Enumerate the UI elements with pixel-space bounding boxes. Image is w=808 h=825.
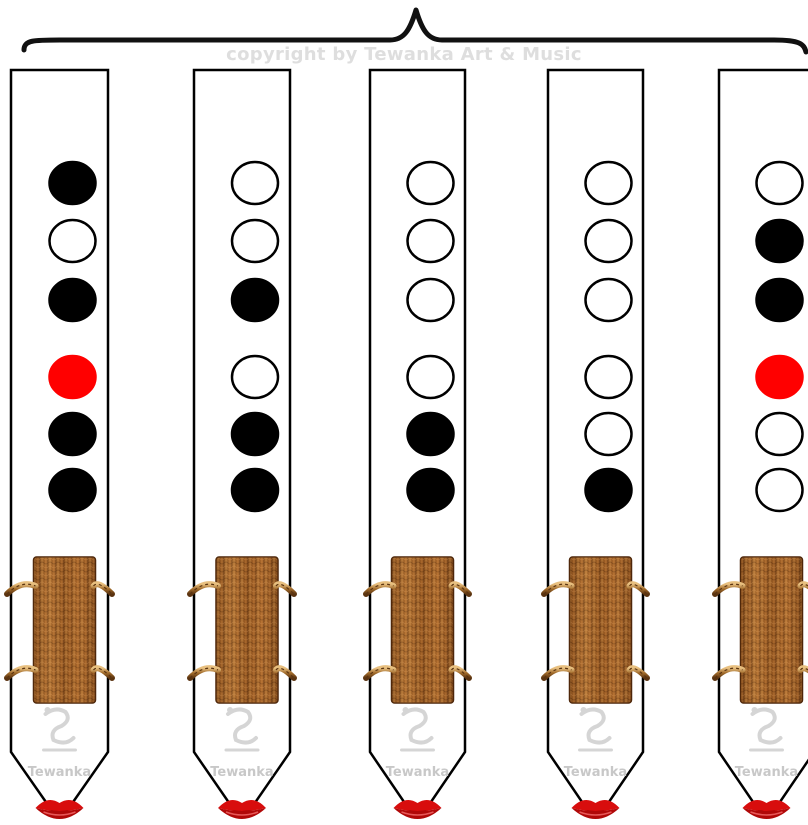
finger-hole-4-open	[408, 356, 454, 398]
finger-hole-6-closed	[232, 469, 278, 511]
finger-hole-2-open	[408, 220, 454, 262]
finger-hole-1-open	[586, 162, 632, 204]
finger-hole-1-open	[232, 162, 278, 204]
finger-hole-3-closed	[50, 279, 96, 321]
finger-hole-3-closed	[232, 279, 278, 321]
finger-hole-2-closed	[757, 220, 803, 262]
tewanka-logo-text: Tewanka	[386, 765, 449, 780]
tewanka-logo-text: Tewanka	[735, 765, 798, 780]
finger-hole-5-closed	[232, 413, 278, 455]
flute-3: Tewanka	[366, 70, 469, 819]
finger-hole-6-closed	[408, 469, 454, 511]
finger-hole-5-open	[586, 413, 632, 455]
finger-hole-5-open	[757, 413, 803, 455]
finger-hole-4-open	[586, 356, 632, 398]
finger-hole-1-open	[757, 162, 803, 204]
finger-hole-5-closed	[408, 413, 454, 455]
flute-4: Tewanka	[544, 70, 647, 819]
finger-hole-6-closed	[50, 469, 96, 511]
finger-hole-4-open	[232, 356, 278, 398]
finger-hole-6-closed	[586, 469, 632, 511]
finger-hole-2-open	[50, 220, 96, 262]
flute-1: Tewanka	[7, 70, 112, 819]
finger-hole-4-half	[757, 356, 803, 398]
flute-5: Tewanka	[715, 70, 808, 819]
tewanka-logo-text: Tewanka	[210, 765, 273, 780]
finger-hole-5-closed	[50, 413, 96, 455]
finger-hole-1-closed	[50, 162, 96, 204]
finger-hole-2-open	[586, 220, 632, 262]
tewanka-logo-text: Tewanka	[564, 765, 627, 780]
finger-hole-3-open	[408, 279, 454, 321]
finger-hole-3-open	[586, 279, 632, 321]
finger-hole-2-open	[232, 220, 278, 262]
finger-hole-1-open	[408, 162, 454, 204]
finger-hole-4-half	[50, 356, 96, 398]
tewanka-logo-text: Tewanka	[28, 765, 91, 780]
finger-hole-6-open	[757, 469, 803, 511]
finger-hole-3-closed	[757, 279, 803, 321]
copyright-notice: copyright by Tewanka Art & Music	[0, 44, 808, 65]
flute-2: Tewanka	[190, 70, 294, 819]
